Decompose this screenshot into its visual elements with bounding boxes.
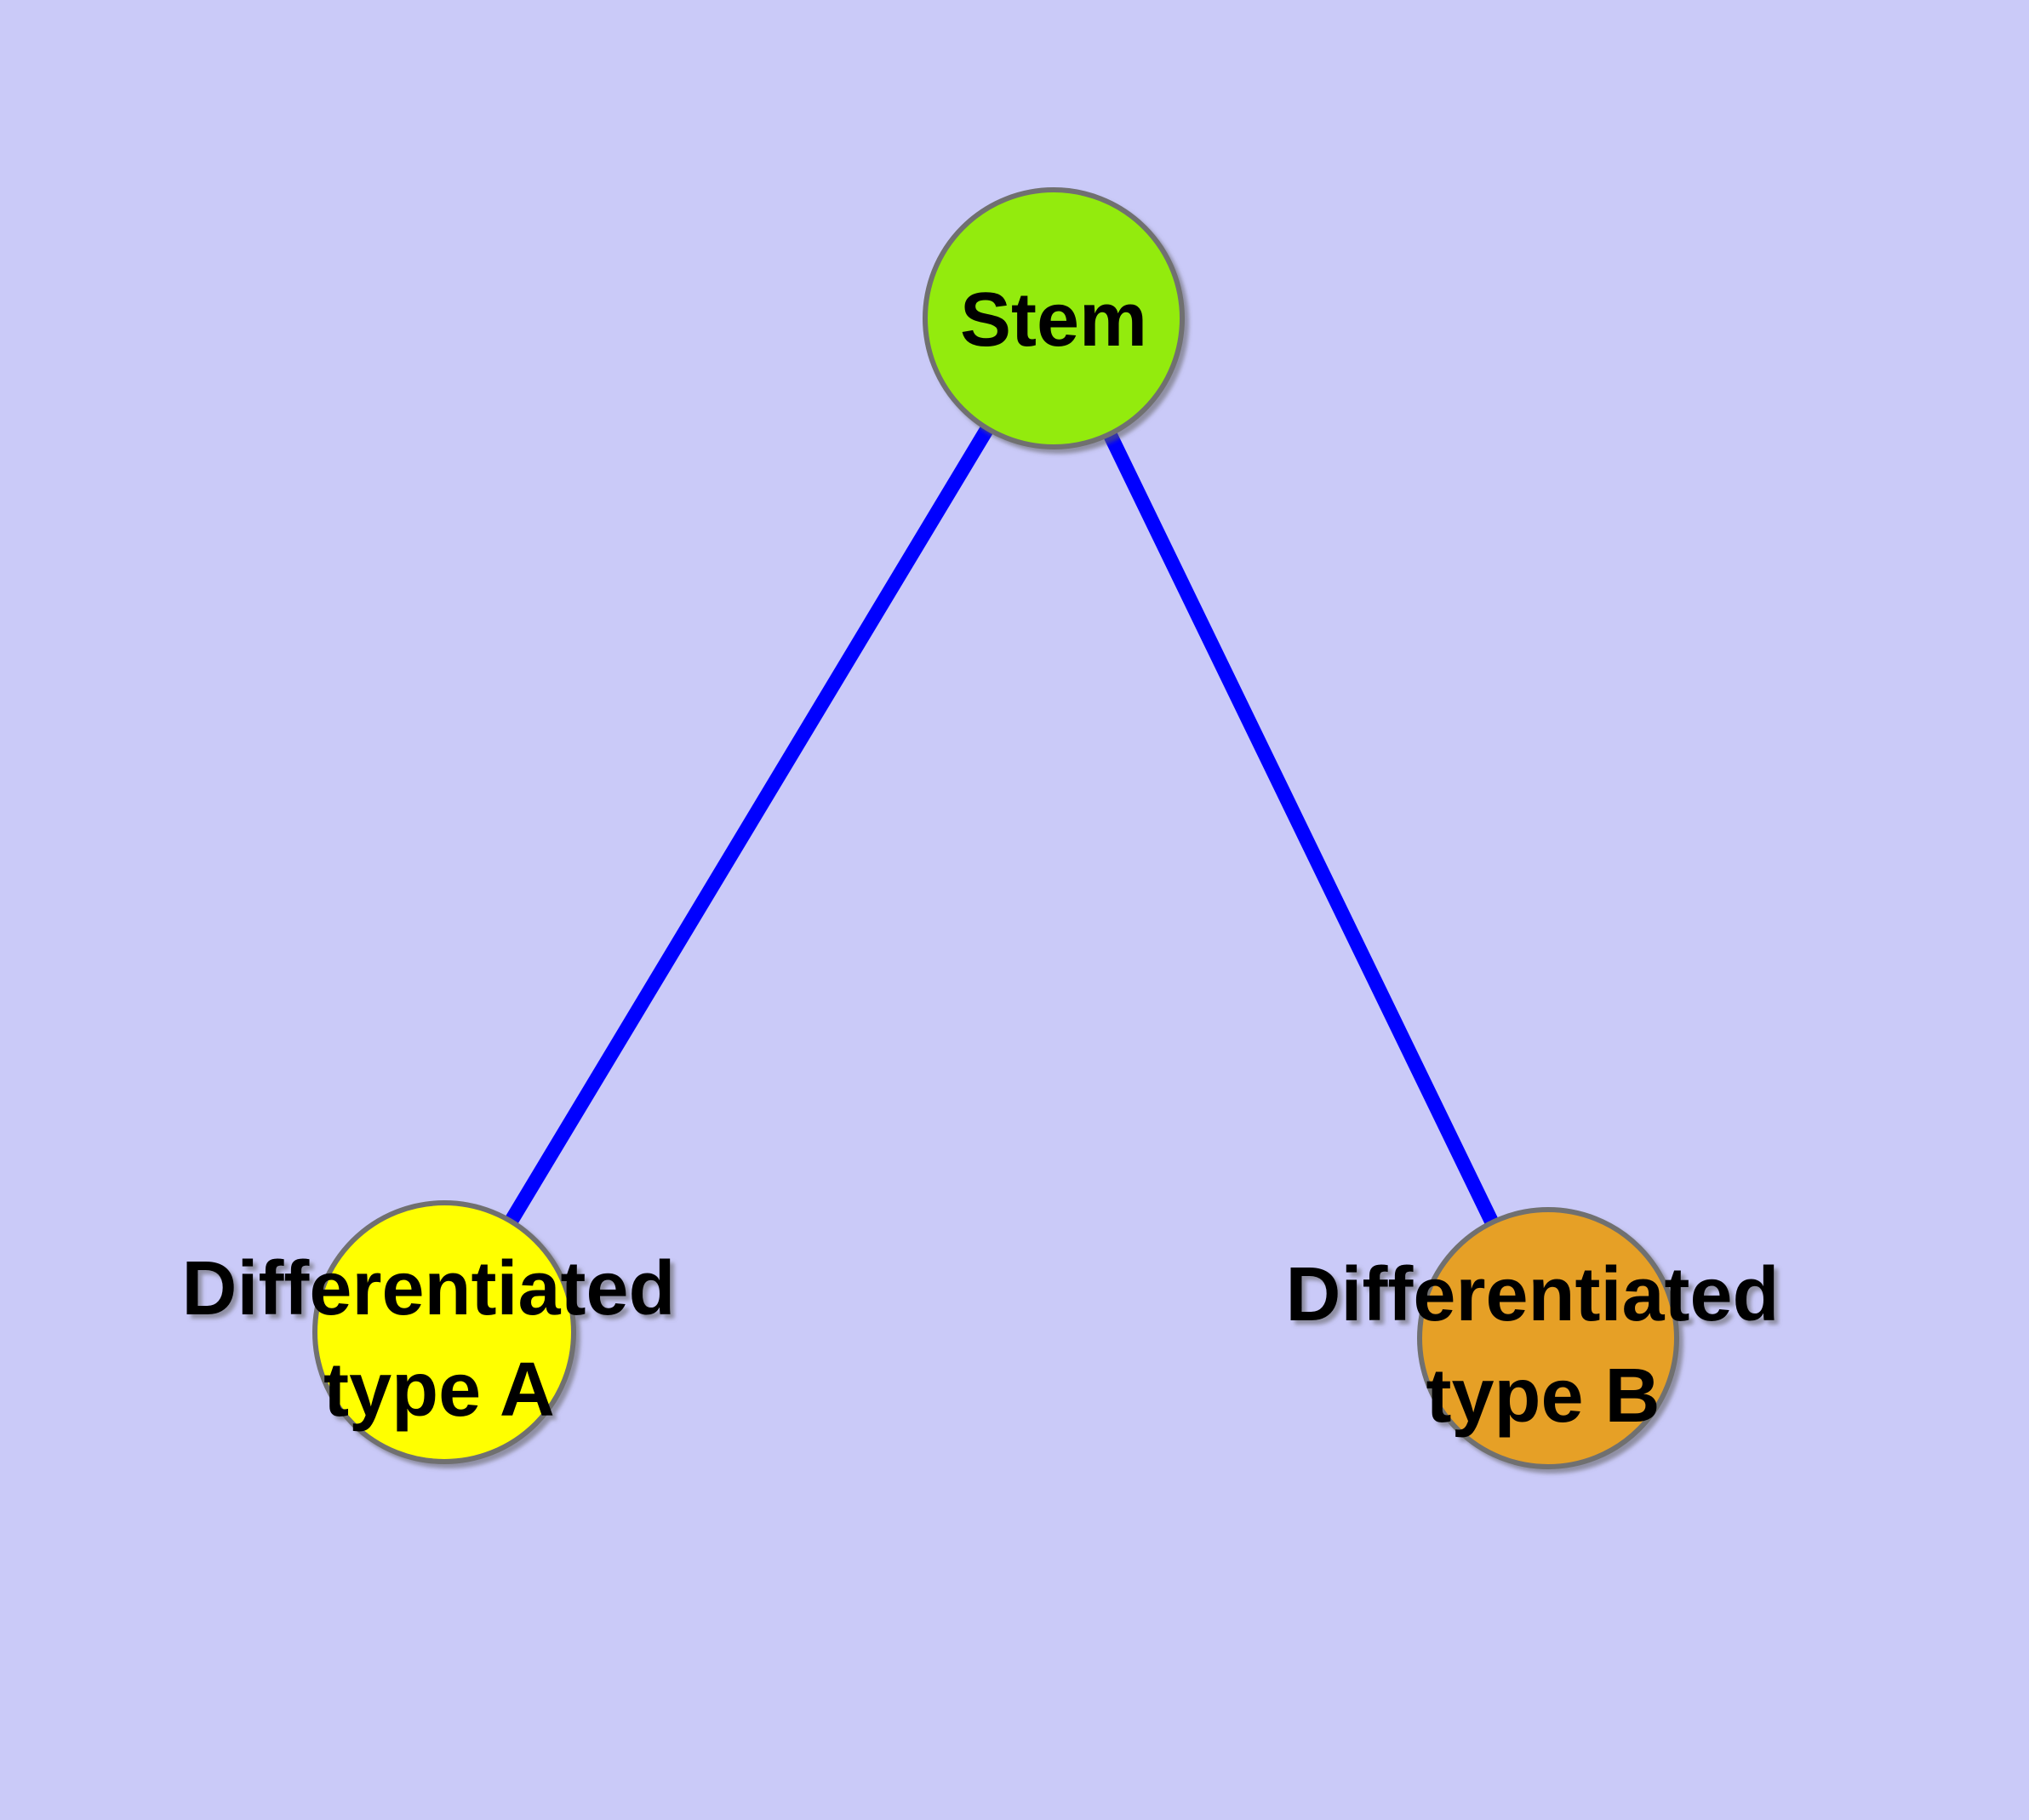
type-b-node-circle [1417, 1207, 1679, 1469]
edge-group [437, 314, 1555, 1342]
edge-stem-to-type-b [1047, 315, 1555, 1342]
stem-node-circle [923, 187, 1185, 449]
type-b-node-label: Differentiated type B [1285, 1227, 1800, 1439]
edge-stem-to-type-a [437, 314, 1060, 1336]
type-a-label-line1: Differentiated [181, 1246, 675, 1331]
node-differentiated-type-a: Differentiated type A [181, 1200, 696, 1464]
type-b-label-line1: Differentiated [1285, 1252, 1779, 1337]
node-stem: Stem [923, 187, 1185, 449]
node-differentiated-type-b: Differentiated type B [1285, 1207, 1800, 1469]
type-a-label-line2: type A [323, 1348, 555, 1433]
type-b-label-line2: type B [1426, 1354, 1660, 1439]
type-a-node-circle [312, 1200, 576, 1464]
stem-node-label: Stem [960, 278, 1147, 363]
type-a-node-label: Differentiated type A [181, 1221, 696, 1433]
